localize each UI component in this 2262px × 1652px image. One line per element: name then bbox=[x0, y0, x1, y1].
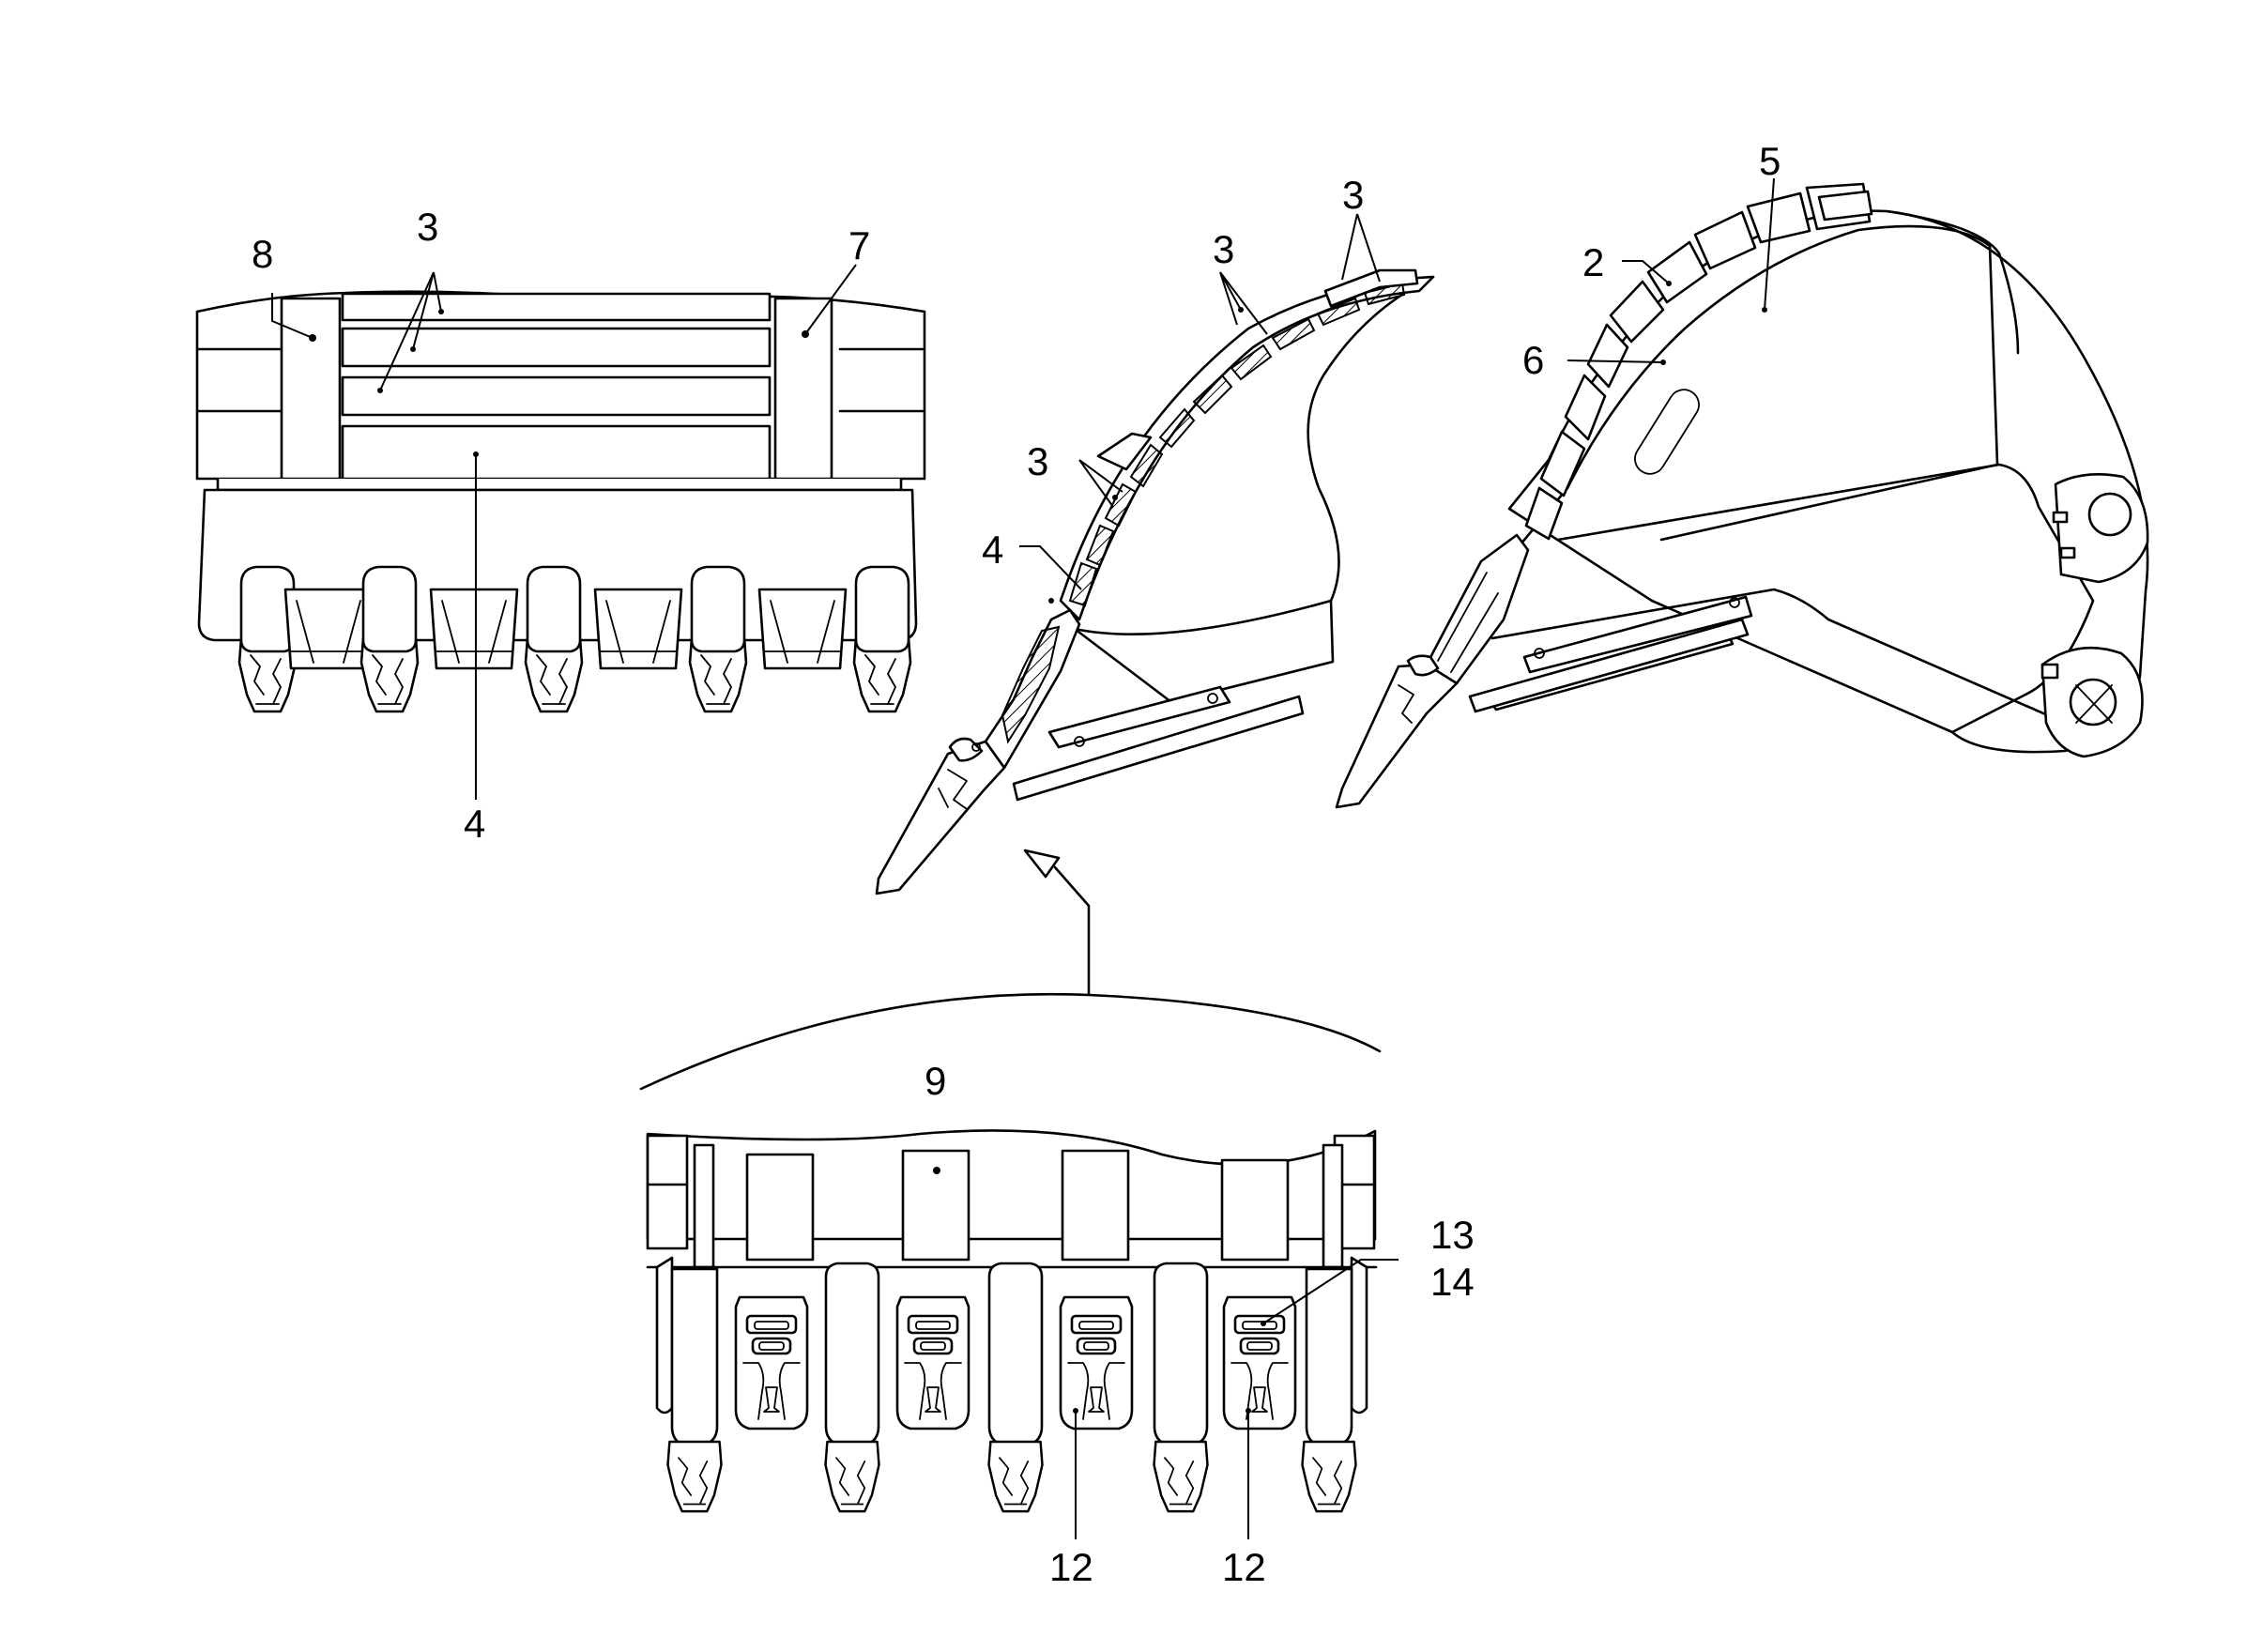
label-5: 5 bbox=[1759, 139, 1781, 183]
label-3: 3 bbox=[417, 205, 438, 249]
label-6: 6 bbox=[1522, 338, 1544, 382]
shroud-lugs bbox=[670, 1262, 1353, 1447]
label-2: 2 bbox=[1582, 240, 1604, 284]
exterior-side-view bbox=[1335, 177, 2149, 809]
lip-detail-view bbox=[646, 1129, 1398, 1539]
section-side-view bbox=[875, 213, 1435, 895]
label-3-mid-b: 3 bbox=[1342, 173, 1364, 217]
view-arrow bbox=[639, 849, 1382, 1091]
label-12-right: 12 bbox=[1222, 1545, 1266, 1589]
label-13: 13 bbox=[1430, 1213, 1475, 1257]
label-12-left: 12 bbox=[1049, 1545, 1093, 1589]
label-8: 8 bbox=[252, 232, 273, 276]
label-9: 9 bbox=[925, 1059, 946, 1103]
front-view-bucket bbox=[195, 264, 926, 800]
label-14: 14 bbox=[1430, 1260, 1475, 1304]
label-3-mid-a: 3 bbox=[1213, 227, 1234, 271]
label-3-mid-c: 3 bbox=[1027, 439, 1048, 483]
label-4: 4 bbox=[464, 802, 485, 846]
label-4-mid: 4 bbox=[982, 528, 1003, 572]
label-7: 7 bbox=[848, 223, 870, 268]
